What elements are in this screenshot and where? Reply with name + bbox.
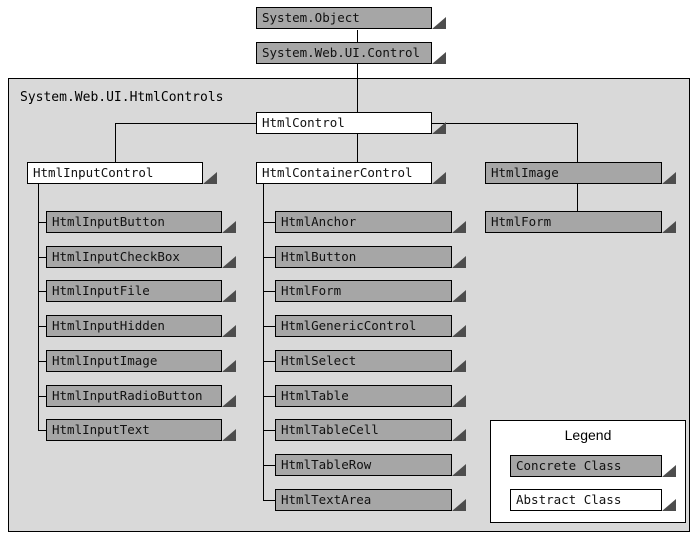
node-corner-marker xyxy=(203,172,217,184)
class-node: HtmlTableRow xyxy=(275,453,452,476)
node-corner-marker xyxy=(432,172,446,184)
node-corner-marker xyxy=(222,359,236,372)
connector-stub xyxy=(38,360,46,362)
class-node: HtmlForm xyxy=(275,280,452,303)
class-node: HtmlInputRadioButton xyxy=(46,384,222,407)
connector-stub xyxy=(263,360,275,362)
connector-stub xyxy=(263,430,275,432)
legend-concrete-class: Concrete Class xyxy=(510,455,662,477)
node-system-object: System.Object xyxy=(256,7,432,29)
class-node: HtmlButton xyxy=(275,245,452,268)
node-corner-marker xyxy=(222,221,236,233)
node-corner-marker xyxy=(222,429,236,442)
connector-control-htmlcontrol xyxy=(357,64,358,112)
connector-container-trunk xyxy=(263,184,264,500)
connector-stub xyxy=(263,256,275,258)
class-node: HtmlInputImage xyxy=(46,349,222,372)
node-html-input-control: HtmlInputControl xyxy=(27,162,203,184)
legend-title: Legend xyxy=(564,427,612,443)
connector-to-container-control xyxy=(357,134,358,162)
connector-input-trunk xyxy=(38,184,39,431)
node-corner-marker xyxy=(452,255,466,268)
node-corner-marker xyxy=(452,359,466,372)
node-corner-marker xyxy=(452,221,466,233)
node-html-container-control: HtmlContainerControl xyxy=(256,162,432,184)
namespace-label: System.Web.UI.HtmlControls xyxy=(20,90,224,105)
class-node: HtmlAnchor xyxy=(275,211,452,233)
class-node: HtmlInputHidden xyxy=(46,315,222,338)
node-corner-marker xyxy=(432,17,446,29)
node-html-image: HtmlImage xyxy=(485,162,662,184)
node-corner-marker xyxy=(662,221,676,233)
connector-stub xyxy=(38,395,46,397)
connector-image-form xyxy=(577,184,578,211)
node-corner-marker xyxy=(222,394,236,407)
node-corner-marker xyxy=(222,290,236,303)
connector-htmlcontrol-right xyxy=(432,123,578,124)
node-corner-marker xyxy=(452,290,466,303)
connector-stub xyxy=(263,326,275,328)
class-node: HtmlInputText xyxy=(46,419,222,442)
node-corner-marker xyxy=(222,255,236,268)
node-corner-marker xyxy=(452,325,466,338)
node-system-web-ui-control: System.Web.UI.Control xyxy=(256,42,432,64)
node-corner-marker xyxy=(452,463,466,476)
connector-object-control xyxy=(357,30,358,42)
connector-stub xyxy=(38,222,46,223)
node-corner-marker xyxy=(452,394,466,407)
connector-stub xyxy=(38,256,46,258)
connector-stub xyxy=(263,291,275,293)
legend-corner-marker xyxy=(662,465,676,477)
class-node: HtmlGenericControl xyxy=(275,315,452,338)
connector-stub xyxy=(263,222,275,223)
connector-stub xyxy=(263,464,275,466)
connector-stub xyxy=(263,395,275,397)
connector-stub xyxy=(38,326,46,328)
node-corner-marker xyxy=(452,429,466,442)
node-corner-marker xyxy=(222,325,236,338)
class-node: HtmlInputFile xyxy=(46,280,222,303)
node-corner-marker xyxy=(432,122,446,134)
class-node: HtmlInputButton xyxy=(46,211,222,233)
node-html-form-right: HtmlForm xyxy=(485,211,662,233)
connector-stub xyxy=(38,430,46,432)
legend-abstract-class: Abstract Class xyxy=(510,489,662,511)
connector-htmlcontrol-left xyxy=(115,123,257,124)
connector-to-html-image xyxy=(577,123,578,162)
class-node: HtmlInputCheckBox xyxy=(46,245,222,268)
connector-stub xyxy=(263,499,275,501)
node-corner-marker xyxy=(432,52,446,64)
node-corner-marker xyxy=(452,498,466,511)
node-html-control: HtmlControl xyxy=(256,112,432,134)
class-node: HtmlSelect xyxy=(275,349,452,372)
class-node: HtmlTable xyxy=(275,384,452,407)
legend-corner-marker xyxy=(662,499,676,511)
connector-stub xyxy=(38,291,46,293)
connector-to-input-control xyxy=(115,123,116,162)
class-node: HtmlTableCell xyxy=(275,419,452,442)
class-node: HtmlTextArea xyxy=(275,488,452,511)
node-corner-marker xyxy=(662,172,676,184)
